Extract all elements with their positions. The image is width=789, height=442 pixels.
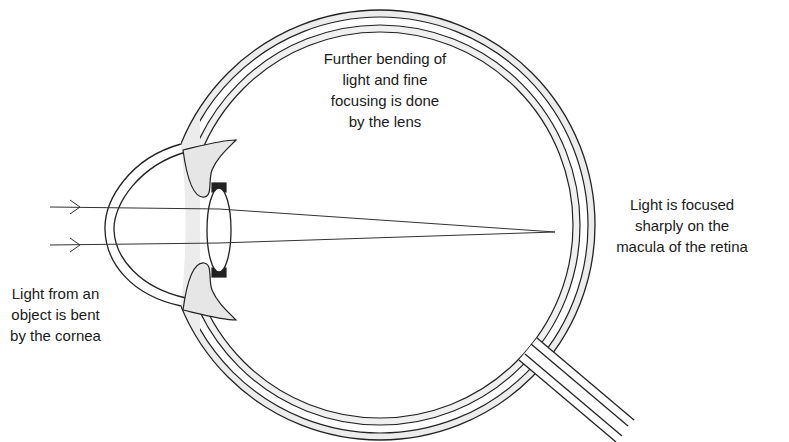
optic-nerve-fill: [519, 338, 634, 442]
front-chamber: [181, 144, 186, 306]
annotation-label: Light from an object is bent by the corn…: [8, 283, 103, 346]
cornea: [105, 144, 186, 306]
annotation-label: Further bending of light and fine focusi…: [321, 48, 449, 132]
lens: [207, 188, 231, 272]
sclera: [181, 10, 595, 440]
light-rays: [50, 200, 555, 252]
annotation-label: Light is focused sharply on the macula o…: [612, 194, 752, 257]
ciliary-body: [183, 140, 236, 320]
eye-layers: [200, 17, 588, 433]
optic-nerve: [519, 338, 634, 442]
